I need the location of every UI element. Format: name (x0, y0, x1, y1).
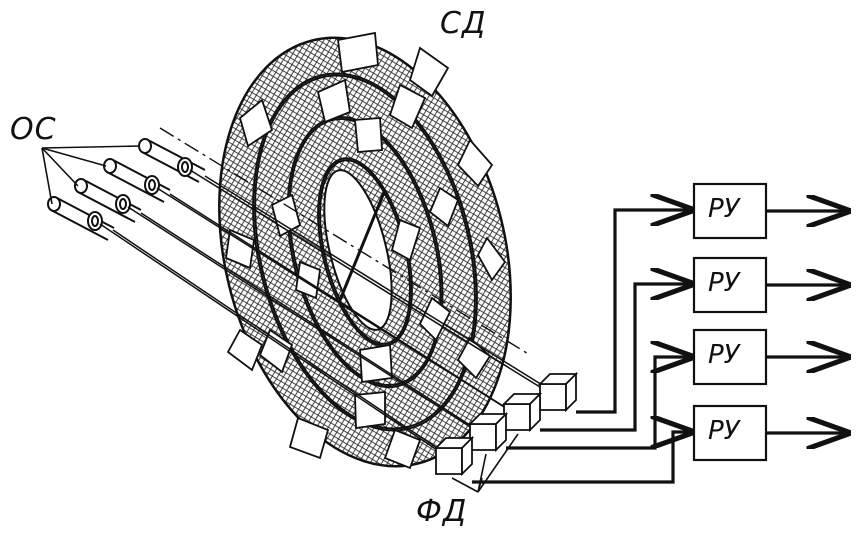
fibers-label: ОС (10, 112, 57, 147)
ru-block-box (692, 182, 768, 240)
photodetector-cube (467, 411, 509, 453)
output-arrows (766, 211, 848, 433)
optical-axis (159, 127, 531, 356)
middle-track-windows (258, 78, 460, 430)
fiber-label-pointers (41, 145, 141, 205)
photodetectors (433, 371, 579, 477)
ru-block-label: РУ (708, 340, 740, 370)
photodetector-cube (433, 435, 475, 477)
signal-wires (472, 210, 692, 484)
light-rays (99, 169, 561, 459)
disk-label: СД (440, 6, 487, 41)
ru-block-box (692, 328, 768, 386)
inner-track-windows (295, 117, 422, 384)
optical-fibers (47, 138, 206, 241)
outer-track-windows (225, 31, 507, 470)
photodetectors-label: ФД (416, 494, 468, 529)
photodetector-cube (537, 371, 579, 413)
ru-block-label: РУ (708, 194, 740, 224)
ru-block-label: РУ (708, 416, 740, 446)
ru-block-label: РУ (708, 268, 740, 298)
ru-blocks (692, 182, 768, 462)
photodetector-cube (501, 391, 543, 433)
